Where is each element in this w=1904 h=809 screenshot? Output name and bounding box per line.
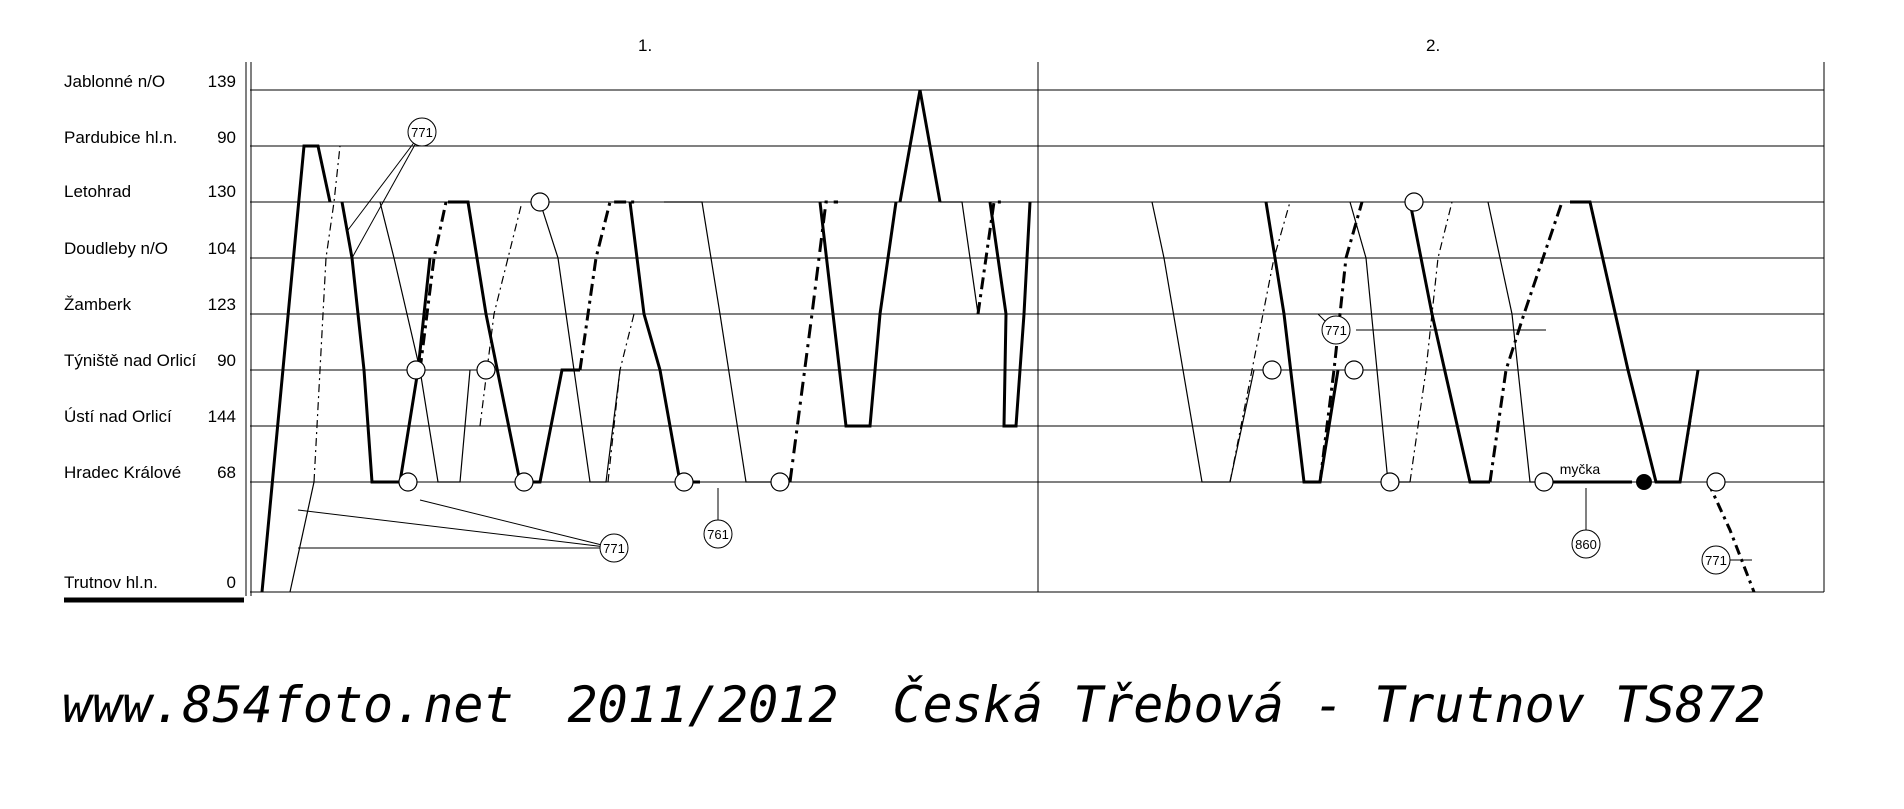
footer-code: TS872 bbox=[1614, 676, 1766, 734]
station-name: Žamberk bbox=[64, 295, 132, 314]
train-1952-p2 bbox=[1349, 201, 1410, 483]
circuit-771-circle-a bbox=[407, 117, 437, 147]
train-1950 bbox=[379, 201, 471, 483]
circuit-771-circle-c bbox=[1321, 315, 1351, 345]
train-1958vv-p2 bbox=[1679, 369, 1699, 483]
circuit-label: 771 bbox=[411, 125, 433, 140]
train-20036 bbox=[818, 201, 898, 428]
myka-label: myčka bbox=[1560, 461, 1601, 477]
circuit-labels: 771 771 761 771 860 771 myčka bbox=[411, 125, 1727, 568]
train-1957 bbox=[607, 313, 635, 483]
station-name: Jablonné n/O bbox=[64, 72, 166, 91]
circuit-label: 771 bbox=[603, 541, 625, 556]
train-1957-p2 bbox=[1488, 201, 1564, 483]
circuit-label: 761 bbox=[707, 527, 729, 542]
circuit-label: 771 bbox=[1325, 323, 1347, 338]
circuit-label: 771 bbox=[1705, 553, 1727, 568]
train-1956 bbox=[628, 201, 700, 484]
train-1783 bbox=[289, 481, 315, 593]
period-2-paths bbox=[1151, 200, 1756, 593]
train-1950-p2 bbox=[1264, 201, 1340, 484]
train-1951 bbox=[418, 200, 454, 371]
train-20013 bbox=[898, 89, 942, 203]
circuit-771-circle-b bbox=[599, 533, 629, 563]
train-1955 bbox=[578, 200, 636, 371]
station-km: 90 bbox=[217, 351, 236, 370]
circuit-860-circle bbox=[1571, 529, 1601, 559]
train-15261 bbox=[976, 200, 1004, 315]
train-1954-p2 bbox=[1408, 201, 1490, 484]
circuit-761-circle bbox=[703, 519, 733, 549]
train-1948-p2 bbox=[1151, 201, 1255, 483]
train-1951-p2 bbox=[1229, 201, 1291, 483]
train-1952 bbox=[448, 200, 580, 484]
station-km: 0 bbox=[226, 573, 236, 592]
station-name: Pardubice hl.n. bbox=[64, 128, 178, 147]
train-1949 bbox=[313, 145, 341, 483]
train-15260 bbox=[940, 201, 979, 315]
footer-caption: www.854foto.net 2011/2012 Česká Třebová - … bbox=[62, 676, 1765, 734]
train-1953-p2 bbox=[1318, 201, 1364, 483]
station-km: 123 bbox=[207, 295, 236, 314]
circuit-markers bbox=[297, 117, 1752, 575]
train-1958-p2 bbox=[1570, 200, 1700, 484]
station-km: 130 bbox=[207, 182, 236, 201]
period-1-header: 1. bbox=[638, 36, 653, 55]
train-20041 bbox=[988, 201, 1032, 428]
station-name: Hradec Králové bbox=[64, 463, 182, 482]
train-1958 bbox=[664, 201, 790, 483]
station-name: Doudleby n/O bbox=[64, 239, 168, 258]
footer-season: 2011/2012 bbox=[567, 676, 839, 734]
station-km: 139 bbox=[207, 72, 236, 91]
train-1794 bbox=[1706, 481, 1756, 593]
station-km: 90 bbox=[217, 128, 236, 147]
station-name: Týniště nad Orlicí bbox=[64, 351, 197, 370]
station-name: Letohrad bbox=[64, 182, 132, 201]
circulation-diagram: 771 771 761 771 860 771 myčka bbox=[64, 62, 1825, 603]
train-1948 bbox=[340, 201, 432, 484]
circuit-771-circle-d bbox=[1701, 545, 1731, 575]
train-1959 bbox=[788, 200, 838, 483]
station-km: 144 bbox=[207, 407, 236, 426]
junction-circles bbox=[398, 192, 1726, 492]
station-km: 104 bbox=[207, 239, 236, 258]
station-lines bbox=[245, 62, 1825, 596]
period-2-header: 2. bbox=[1426, 36, 1441, 55]
train-1781 bbox=[260, 144, 332, 593]
station-name: Ústí nad Orlicí bbox=[64, 407, 172, 426]
station-km: 68 bbox=[217, 463, 236, 482]
station-name: Trutnov hl.n. bbox=[64, 573, 158, 592]
footer-route: Česká Třebová - Trutnov bbox=[892, 676, 1585, 734]
train-1954 bbox=[539, 201, 621, 483]
circuit-label: 860 bbox=[1575, 537, 1597, 552]
period-1-paths bbox=[260, 89, 1032, 593]
depot-dot bbox=[1636, 474, 1652, 490]
train-1955-p2 bbox=[1409, 201, 1453, 483]
footer-site: www.854foto.net bbox=[62, 676, 514, 734]
